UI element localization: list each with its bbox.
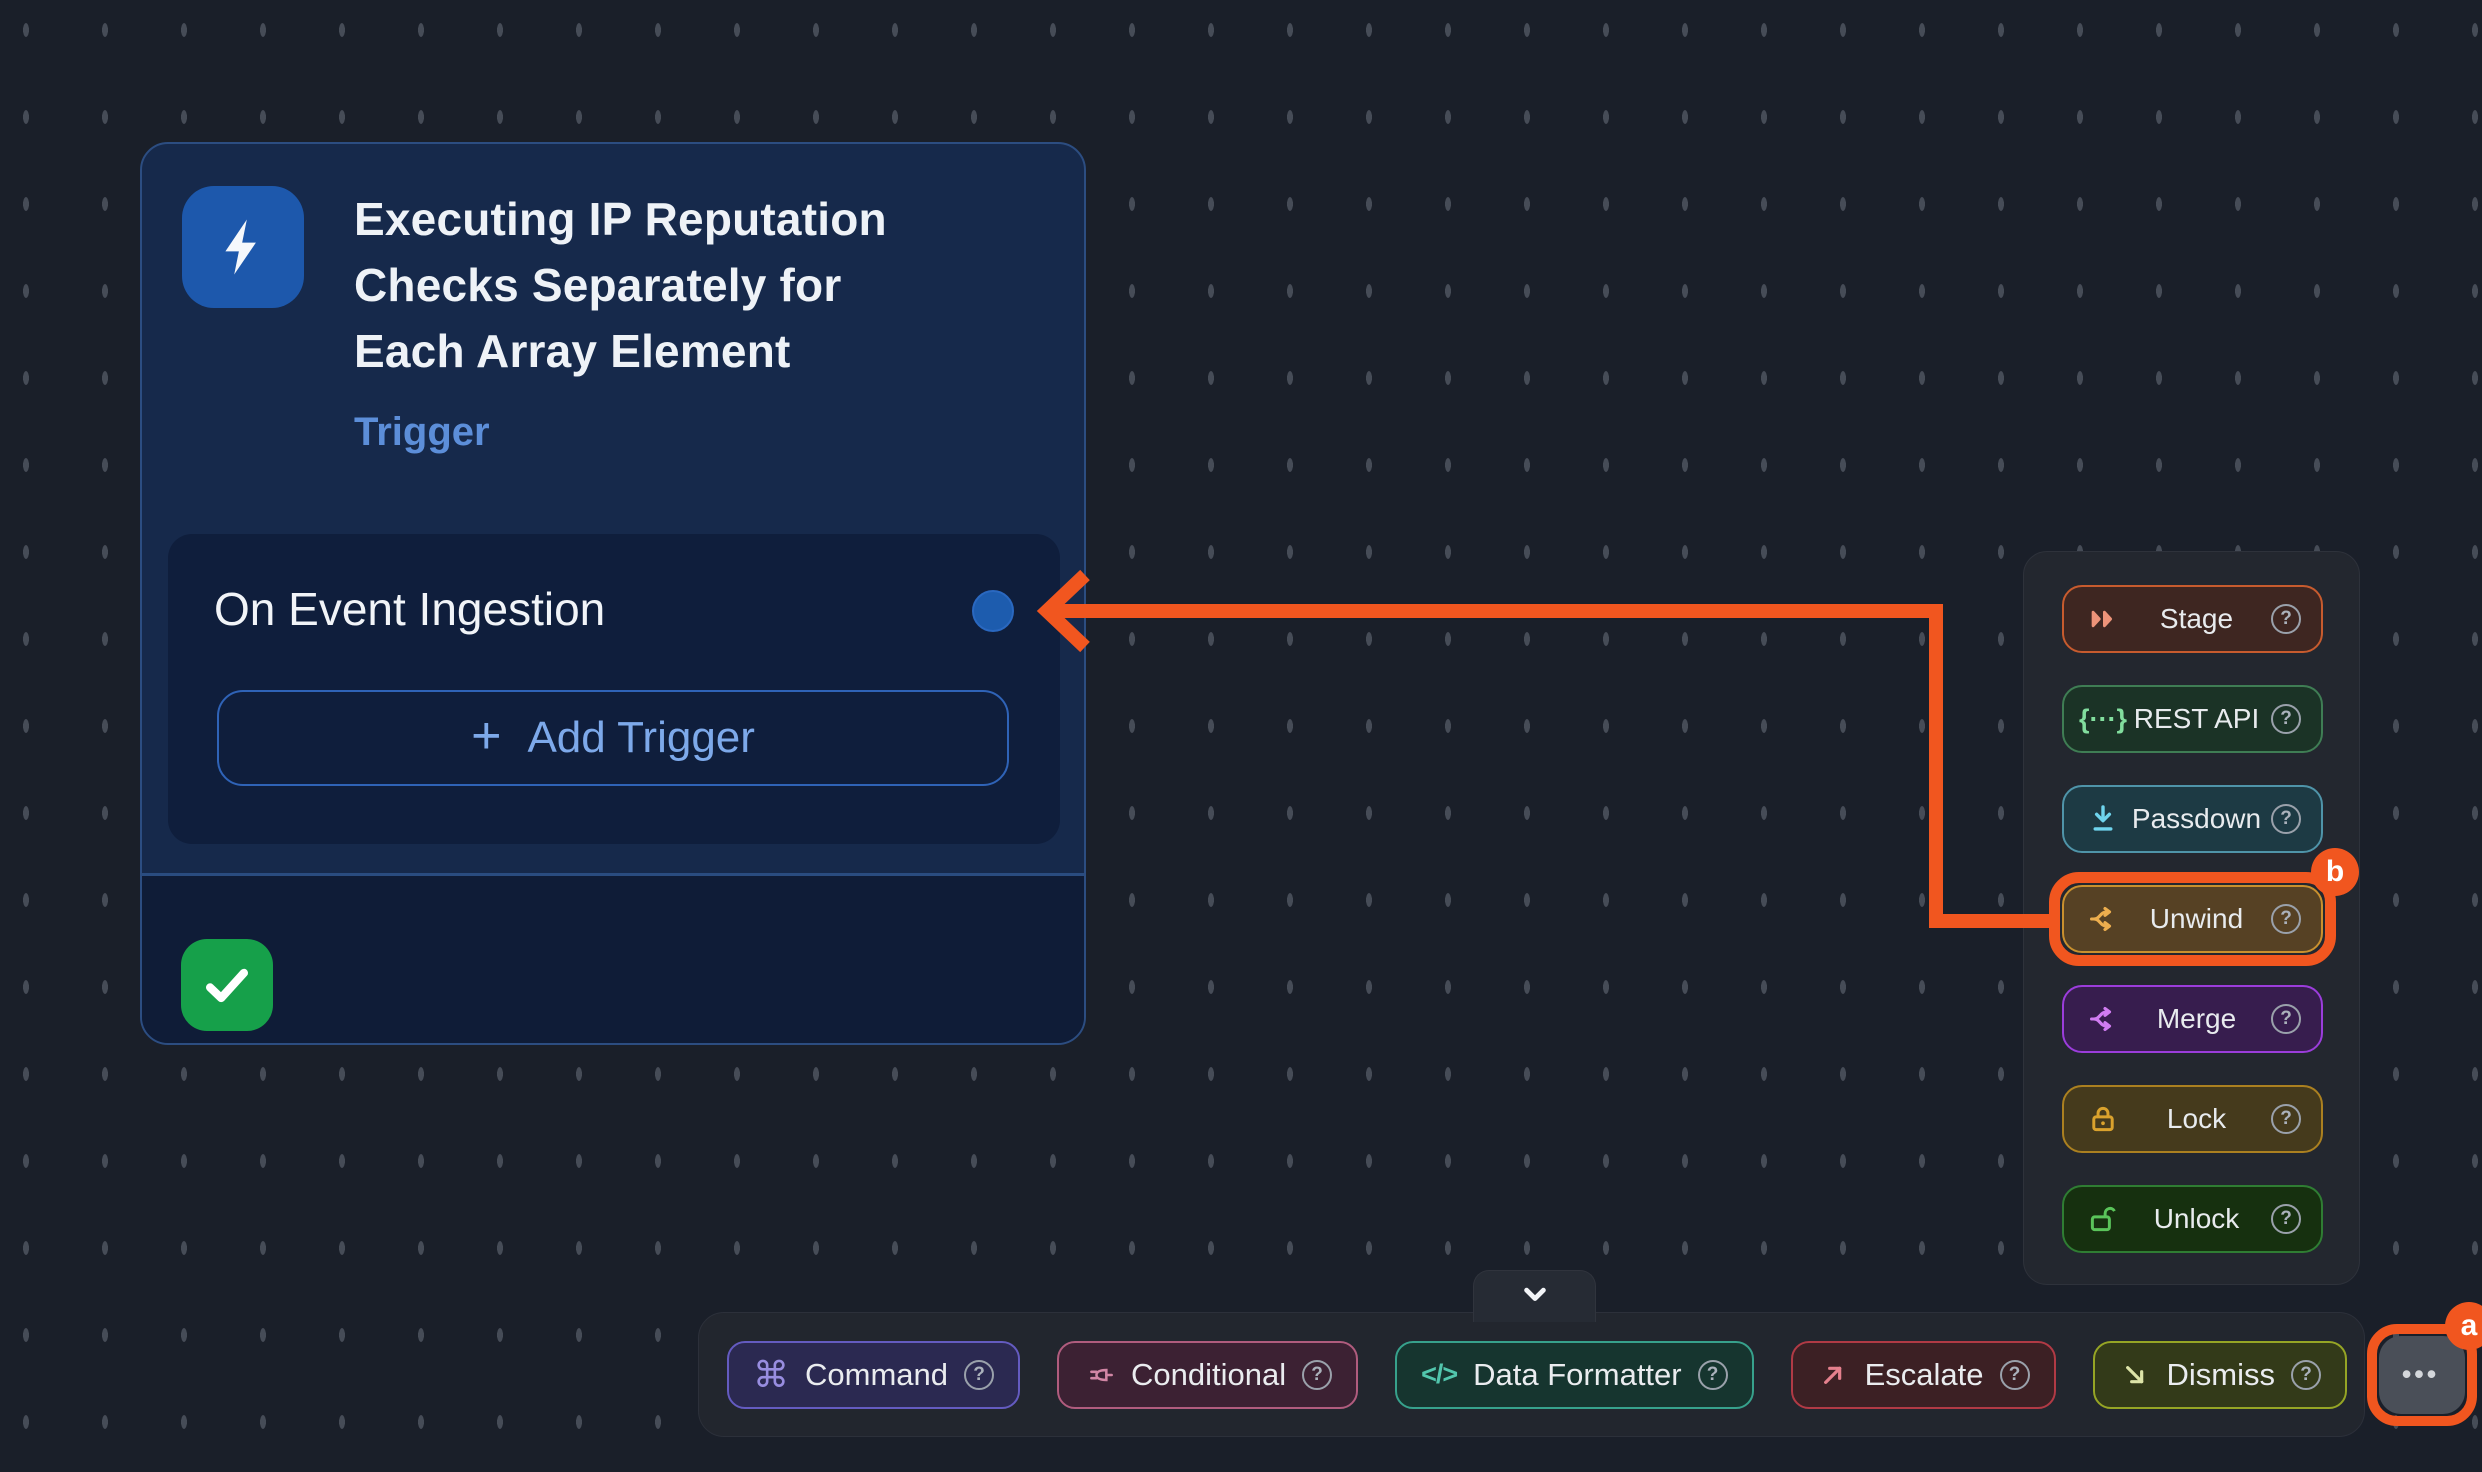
help-icon[interactable]: ? xyxy=(964,1359,994,1390)
plug-icon xyxy=(1083,1359,1115,1391)
action-label: Unlock xyxy=(2153,1203,2240,1234)
toolbar-label: Dismiss xyxy=(2166,1356,2276,1392)
action-button-unwind[interactable]: Unwind ? xyxy=(2062,885,2323,953)
action-label: Merge xyxy=(2156,1003,2237,1034)
connection-port-dot[interactable] xyxy=(972,590,1014,632)
toolbar-button-escalate[interactable]: Escalate ? xyxy=(1790,1340,2056,1409)
action-label: REST API xyxy=(2133,703,2260,734)
toolbar-button-conditional[interactable]: Conditional ? xyxy=(1057,1340,1359,1409)
action-button-unlock[interactable]: Unlock ? xyxy=(2062,1185,2323,1253)
node-title: Executing IP Reputation Checks Separatel… xyxy=(354,193,887,377)
help-icon[interactable]: ? xyxy=(2271,1104,2301,1134)
action-button-rest-api[interactable]: {···} REST API ? xyxy=(2062,685,2323,753)
toolbar-button-dismiss[interactable]: Dismiss ? xyxy=(2092,1340,2348,1409)
trigger-body: On Event Ingestion + Add Trigger xyxy=(168,534,1060,844)
toolbar-collapse-button[interactable] xyxy=(1473,1270,1596,1322)
help-icon[interactable]: ? xyxy=(2271,604,2301,634)
braces-dots-icon: {···} xyxy=(2079,703,2127,734)
help-icon[interactable]: ? xyxy=(1302,1359,1333,1390)
add-trigger-button[interactable]: + Add Trigger xyxy=(217,690,1009,786)
add-trigger-label: Add Trigger xyxy=(527,713,755,762)
lock-icon xyxy=(2084,1102,2122,1136)
action-toolbar: ⌘ Command ? Conditional ? </> Data Forma… xyxy=(698,1301,2482,1437)
help-icon[interactable]: ? xyxy=(2271,804,2301,834)
toolbar-button-data-formatter[interactable]: </> Data Formatter ? xyxy=(1395,1340,1754,1409)
toolbar-label: Conditional xyxy=(1131,1356,1287,1392)
help-icon[interactable]: ? xyxy=(2271,904,2301,934)
toolbar-button-command[interactable]: ⌘ Command ? xyxy=(727,1340,1020,1409)
arrow-down-right-icon xyxy=(2119,1359,2151,1391)
help-icon[interactable]: ? xyxy=(2271,1004,2301,1034)
toolbar-label: Data Formatter xyxy=(1473,1356,1682,1392)
action-button-passdown[interactable]: Passdown ? xyxy=(2062,785,2323,853)
help-icon[interactable]: ? xyxy=(2271,704,2301,734)
help-icon[interactable]: ? xyxy=(1697,1359,1728,1390)
merge-arrows-icon xyxy=(2084,1002,2122,1036)
code-icon: </> xyxy=(1421,1359,1458,1389)
action-label: Stage xyxy=(2159,603,2234,634)
split-arrows-icon xyxy=(2084,902,2122,936)
action-button-lock[interactable]: Lock ? xyxy=(2062,1085,2323,1153)
action-label: Passdown xyxy=(2131,803,2262,834)
help-icon[interactable]: ? xyxy=(2271,1204,2301,1234)
action-panel: Stage ? {···} REST API ? Passdown ? Unwi… xyxy=(2023,551,2360,1285)
toolbar-label: Command xyxy=(805,1356,948,1392)
action-label: Unwind xyxy=(2149,903,2244,934)
action-button-stage[interactable]: Stage ? xyxy=(2062,585,2323,653)
command-icon: ⌘ xyxy=(753,1353,789,1395)
node-type-label: Trigger xyxy=(354,410,490,454)
action-button-merge[interactable]: Merge ? xyxy=(2062,985,2323,1053)
lightning-bolt-icon xyxy=(182,186,304,308)
toolbar-label: Escalate xyxy=(1864,1356,1984,1392)
annotation-badge-b: b xyxy=(2311,848,2359,896)
annotation-badge-a: a xyxy=(2445,1301,2482,1350)
help-icon[interactable]: ? xyxy=(2291,1359,2322,1390)
unlock-icon xyxy=(2084,1202,2122,1236)
action-label: Lock xyxy=(2166,1103,2227,1134)
event-row: On Event Ingestion xyxy=(168,534,1060,684)
arrow-up-right-icon xyxy=(1817,1359,1849,1391)
more-actions-wrap: ••• a xyxy=(2367,1301,2482,1426)
double-chevron-right-icon xyxy=(2084,602,2122,636)
ellipsis-icon: ••• xyxy=(2401,1359,2440,1389)
card-footer xyxy=(142,876,1084,1043)
help-icon[interactable]: ? xyxy=(1999,1359,2030,1390)
download-arrow-icon xyxy=(2084,802,2122,836)
chevron-down-icon xyxy=(1520,1281,1550,1312)
trigger-node-card[interactable]: Executing IP Reputation Checks Separatel… xyxy=(140,142,1086,1045)
more-actions-button[interactable]: ••• xyxy=(2379,1335,2466,1414)
plus-icon: + xyxy=(471,707,502,765)
check-icon xyxy=(181,939,273,1031)
event-label: On Event Ingestion xyxy=(214,583,606,635)
card-divider xyxy=(142,873,1084,876)
